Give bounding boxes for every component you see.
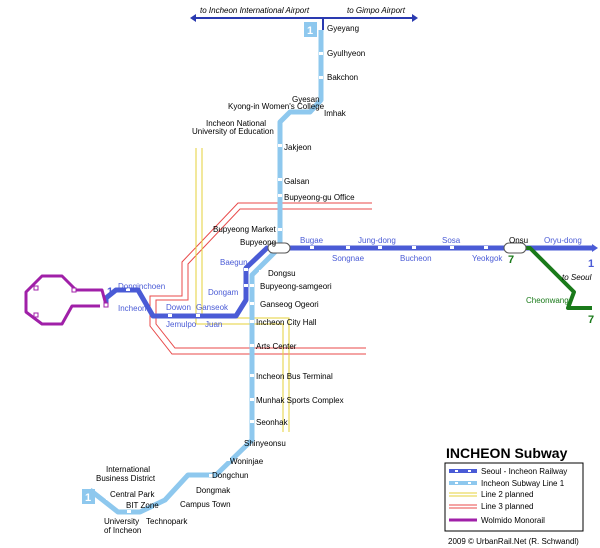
seoul-incheon-west-number: 1 bbox=[107, 286, 113, 298]
seoul-incheon-station-labels: Donginchoen Incheon Dowon Jemulpo Ganseo… bbox=[118, 236, 592, 329]
line1-station-dots bbox=[106, 52, 323, 513]
station-munhak-sports-complex: Munhak Sports Complex bbox=[256, 396, 344, 405]
station-shinyeonsu: Shinyeonsu bbox=[244, 439, 286, 448]
svg-text:Line 3 planned: Line 3 planned bbox=[481, 502, 534, 511]
svg-text:1: 1 bbox=[307, 25, 313, 37]
station-dongchun: Dongchun bbox=[212, 471, 248, 480]
label-to-gimpo-airport: to Gimpo Airport bbox=[347, 6, 406, 15]
station-gyesan: Gyesan bbox=[292, 95, 320, 104]
station-bupyeong: Bupyeong bbox=[240, 238, 276, 247]
station-galsan: Galsan bbox=[284, 177, 309, 186]
svg-text:Wolmido Monorail: Wolmido Monorail bbox=[481, 516, 545, 525]
arrow-east bbox=[592, 244, 598, 252]
line1-station-labels: Gyeyang Gyulhyeon Bakchon Gyesan Kyong-i… bbox=[96, 24, 365, 535]
station-ganseog-ogeori: Ganseog Ogeori bbox=[260, 300, 319, 309]
station-central-park: Central Park bbox=[110, 490, 155, 499]
seoul-incheon-station-dots bbox=[126, 246, 488, 317]
seoul-incheon-track bbox=[103, 245, 592, 319]
station-gyeyang: Gyeyang bbox=[327, 24, 359, 33]
interchange-onsu bbox=[503, 242, 527, 254]
station-bugae: Bugae bbox=[300, 236, 324, 245]
station-baegun: Baegun bbox=[220, 258, 248, 267]
line3-planned bbox=[149, 202, 372, 355]
svg-text:Line 2 planned: Line 2 planned bbox=[481, 490, 534, 499]
station-bupyeong-gu-office: Bupyeong-gu Office bbox=[284, 193, 355, 202]
svg-text:1: 1 bbox=[85, 492, 91, 504]
monorail-track bbox=[24, 274, 108, 326]
line7-track bbox=[512, 246, 592, 310]
station-jung-dong: Jung-dong bbox=[358, 236, 396, 245]
station-of-incheon: of Incheon bbox=[104, 526, 141, 535]
line7-east-number: 7 bbox=[588, 314, 594, 326]
line1-track bbox=[88, 30, 324, 515]
seoul-incheon-east-number: 1 bbox=[588, 258, 594, 270]
station-jakjeon: Jakjeon bbox=[284, 143, 312, 152]
station-incheon-city-hall: Incheon City Hall bbox=[256, 318, 317, 327]
station-bit-zone: BIT Zone bbox=[126, 501, 159, 510]
station-oryu-dong: Oryu-dong bbox=[544, 236, 582, 245]
legend-item-monorail: Wolmido Monorail bbox=[449, 516, 545, 525]
station-onsu: Onsu bbox=[509, 236, 528, 245]
station-dongsu: Dongsu bbox=[268, 269, 296, 278]
map-title: INCHEON Subway bbox=[446, 445, 568, 461]
station-university: University bbox=[104, 517, 139, 526]
legend-item-line2-planned: Line 2 planned bbox=[449, 490, 534, 499]
station-dongam: Dongam bbox=[208, 288, 239, 297]
station-bucheon: Bucheon bbox=[400, 254, 432, 263]
line2-planned bbox=[195, 148, 290, 432]
svg-text:Seoul - Incheon Railway: Seoul - Incheon Railway bbox=[481, 467, 567, 476]
station-bupyeong-samgeori: Bupyeong-samgeori bbox=[260, 282, 332, 291]
line1-north-badge: 1 bbox=[304, 22, 317, 37]
station-campus-town: Campus Town bbox=[180, 500, 231, 509]
svg-text:Incheon Subway Line 1: Incheon Subway Line 1 bbox=[481, 479, 565, 488]
station-ganseok: Ganseok bbox=[196, 303, 229, 312]
monorail-station-dots bbox=[33, 285, 109, 318]
legend-item-seoul-incheon: Seoul - Incheon Railway bbox=[449, 467, 567, 476]
airport-arrow bbox=[190, 14, 418, 30]
station-cheonwang: Cheonwang bbox=[526, 296, 569, 305]
station-bupyeong-market: Bupyeong Market bbox=[213, 225, 276, 234]
station-university-of-education: University of Education bbox=[192, 127, 274, 136]
station-incheon-national: Incheon National bbox=[206, 119, 266, 128]
station-jemulpo: Jemulpo bbox=[166, 320, 197, 329]
station-business-district: Business District bbox=[96, 474, 156, 483]
station-incheon-bus-terminal: Incheon Bus Terminal bbox=[256, 372, 333, 381]
station-imhak: Imhak bbox=[324, 109, 347, 118]
station-dowon: Dowon bbox=[166, 303, 191, 312]
label-to-incheon-airport: to Incheon International Airport bbox=[200, 6, 310, 15]
legend-item-line1: Incheon Subway Line 1 bbox=[449, 479, 565, 488]
station-juan: Juan bbox=[205, 320, 222, 329]
line1-south-badge: 1 bbox=[82, 489, 95, 504]
line7-west-number: 7 bbox=[508, 254, 514, 266]
station-songnae: Songnae bbox=[332, 254, 365, 263]
station-international: International bbox=[106, 465, 150, 474]
interchange-bupyeong bbox=[267, 242, 291, 254]
station-technopark: Technopark bbox=[146, 517, 188, 526]
station-woninjae: Woninjae bbox=[230, 457, 264, 466]
station-gyulhyeon: Gyulhyeon bbox=[327, 49, 365, 58]
legend: Seoul - Incheon Railway Incheon Subway L… bbox=[444, 462, 584, 532]
copyright: 2009 © UrbanRail.Net (R. Schwandl) bbox=[448, 537, 579, 546]
interchange-markers bbox=[267, 242, 527, 254]
legend-item-line3-planned: Line 3 planned bbox=[449, 502, 534, 511]
station-arts-center: Arts Center bbox=[256, 342, 297, 351]
station-bakchon: Bakchon bbox=[327, 73, 358, 82]
station-donginchoen: Donginchoen bbox=[118, 282, 165, 291]
label-to-seoul: to Seoul bbox=[562, 273, 592, 282]
station-dongmak: Dongmak bbox=[196, 486, 231, 495]
station-incheon: Incheon bbox=[118, 304, 146, 313]
station-seonhak: Seonhak bbox=[256, 418, 289, 427]
station-sosa: Sosa bbox=[442, 236, 461, 245]
station-kyongin-college: Kyong-in Women's College bbox=[228, 102, 325, 111]
station-yeokgok: Yeokgok bbox=[472, 254, 503, 263]
